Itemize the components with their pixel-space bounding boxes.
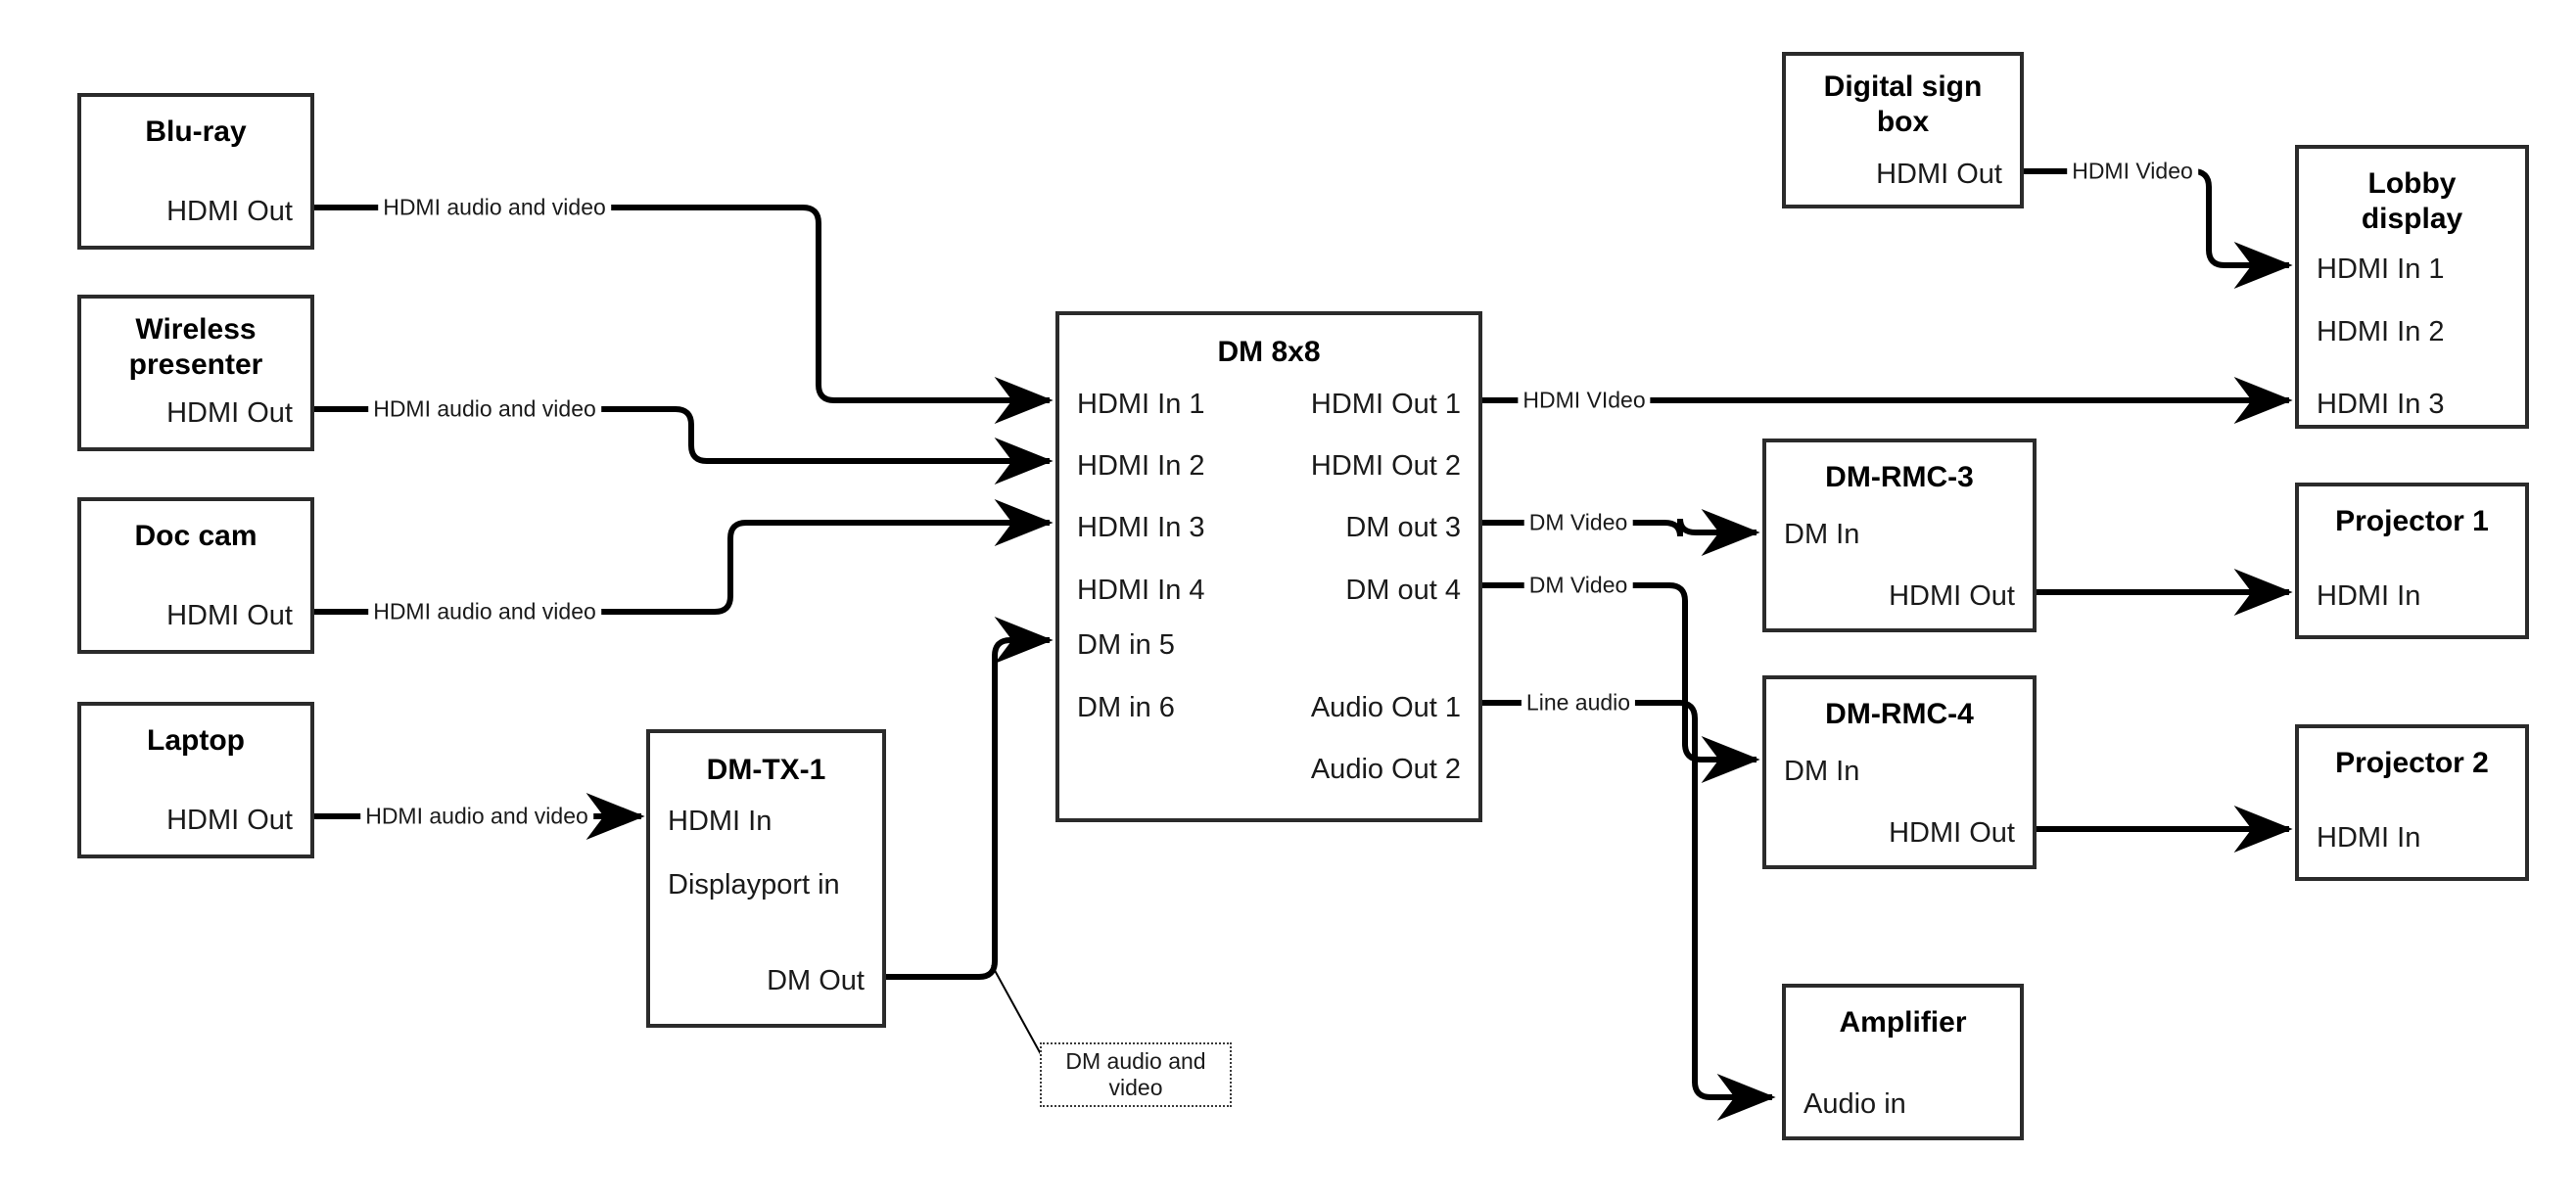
node-dm-rmc-3-port-dm-in: DM In [1784,519,1860,550]
leader-line-dm-audio-video [991,964,1042,1055]
wire-bluray-to-dm8x8 [314,205,1054,424]
node-laptop-port-hdmi-out: HDMI Out [166,805,293,836]
node-lobby-display[interactable]: Lobby display HDMI In 1 HDMI In 2 HDMI I… [2295,145,2529,429]
node-amplifier[interactable]: Amplifier Audio in [1782,984,2024,1140]
node-lobby-display-port-hdmi-in-3: HDMI In 3 [2317,389,2445,420]
node-bluray-port-hdmi-out: HDMI Out [166,196,293,227]
node-dm-tx-1[interactable]: DM-TX-1 HDMI In Displayport in DM Out [646,729,886,1028]
node-digital-sign-box-title: Digital sign [1823,70,1983,103]
node-dm-rmc-3-port-hdmi-out: HDMI Out [1889,580,2015,612]
node-dm-rmc-4-port-dm-in: DM In [1784,756,1860,787]
edge-label-laptop-to-dmtx1: HDMI audio and video [360,803,593,830]
node-projector-1-port-hdmi-in: HDMI In [2317,580,2421,612]
edge-label-doccam-to-dm8x8: HDMI audio and video [368,598,601,625]
edge-label-bluray-to-dm8x8: HDMI audio and video [378,194,611,221]
edge-label-sign-to-lobby: HDMI Video [2067,158,2198,185]
node-dm-8x8-input-4: HDMI In 4 [1077,575,1205,606]
node-laptop[interactable]: Laptop HDMI Out [77,702,314,858]
node-lobby-display-port-hdmi-in-2: HDMI In 2 [2317,316,2445,347]
node-dm-8x8-input-6: DM in 6 [1077,692,1175,723]
node-doc-cam-port-hdmi-out: HDMI Out [166,600,293,631]
node-projector-1-title: Projector 1 [2335,505,2489,537]
node-wireless-presenter[interactable]: Wireless presenter HDMI Out [77,295,314,451]
node-dm-8x8-input-3: HDMI In 3 [1077,512,1205,543]
node-projector-2[interactable]: Projector 2 HDMI In [2295,724,2529,881]
node-dm-8x8-output-4: DM out 4 [1345,575,1461,606]
node-doc-cam[interactable]: Doc cam HDMI Out [77,497,314,654]
node-projector-1[interactable]: Projector 1 HDMI In [2295,483,2529,639]
node-dm-tx-1-port-hdmi-in: HDMI In [668,806,773,837]
node-wireless-presenter-title-line2: presenter [128,348,263,381]
note-dm-audio-and-video: DM audio and video [1040,1042,1232,1107]
node-digital-sign-box-port-hdmi-out: HDMI Out [1876,159,2002,190]
node-doc-cam-title: Doc cam [134,520,258,552]
node-lobby-display-title-line2: display [2361,203,2463,235]
node-laptop-title: Laptop [147,724,245,757]
edge-label-wireless-to-dm8x8: HDMI audio and video [368,395,601,423]
wire-dmtx1-to-dm8x8 [886,617,1054,980]
node-lobby-display-title: Lobby [2367,167,2457,200]
node-dm-rmc-3-title: DM-RMC-3 [1825,461,1974,493]
edge-label-dm8x8-out1-to-lobby: HDMI VIdeo [1518,387,1651,414]
node-amplifier-port-audio-in: Audio in [1803,1088,1906,1120]
node-amplifier-title: Amplifier [1839,1006,1967,1039]
node-dm-8x8-title: DM 8x8 [1217,336,1321,368]
node-dm-rmc-3[interactable]: DM-RMC-3 DM In HDMI Out [1762,439,2037,632]
node-wireless-presenter-title: Wireless [135,313,257,346]
node-dm-8x8-output-1: HDMI Out 1 [1310,389,1461,420]
node-dm-8x8-input-1: HDMI In 1 [1077,389,1205,420]
node-dm-8x8[interactable]: DM 8x8 HDMI In 1 HDMI In 2 HDMI In 3 HDM… [1055,311,1482,822]
node-dm-rmc-4-port-hdmi-out: HDMI Out [1889,817,2015,849]
node-wireless-presenter-port-hdmi-out: HDMI Out [166,397,293,429]
node-dm-8x8-output-5: Audio Out 1 [1310,692,1461,723]
wire-dm8x8-out4-to-rmc4 [1482,582,1760,783]
node-digital-sign-box[interactable]: Digital sign box HDMI Out [1782,52,2024,208]
node-dm-8x8-output-6: Audio Out 2 [1310,754,1461,785]
edge-label-dm8x8-out4-to-rmc4: DM Video [1523,572,1633,599]
node-lobby-display-port-hdmi-in-1: HDMI In 1 [2317,254,2445,285]
node-projector-2-title: Projector 2 [2335,747,2489,779]
wire-dm8x8-audio-to-amplifier [1482,700,1776,1121]
node-dm-8x8-input-5: DM in 5 [1077,629,1175,661]
node-dm-8x8-output-3: DM out 3 [1345,512,1461,543]
edge-label-audio-to-amplifier: Line audio [1521,689,1636,716]
node-bluray[interactable]: Blu-ray HDMI Out [77,93,314,250]
node-dm-tx-1-port-dm-out: DM Out [767,965,865,996]
wire-sign-to-lobby [2024,168,2293,289]
node-dm-8x8-input-2: HDMI In 2 [1077,450,1205,482]
node-dm-rmc-4-title: DM-RMC-4 [1825,698,1974,730]
node-bluray-title: Blu-ray [145,115,247,148]
node-digital-sign-box-title-line2: box [1876,106,1930,138]
node-dm-rmc-4[interactable]: DM-RMC-4 DM In HDMI Out [1762,675,2037,869]
node-dm-tx-1-port-displayport-in: Displayport in [668,869,840,901]
node-dm-8x8-output-2: HDMI Out 2 [1310,450,1461,482]
edge-label-dm8x8-out3-to-rmc3: DM Video [1523,509,1633,536]
node-dm-tx-1-title: DM-TX-1 [706,754,826,786]
node-projector-2-port-hdmi-in: HDMI In [2317,822,2421,854]
